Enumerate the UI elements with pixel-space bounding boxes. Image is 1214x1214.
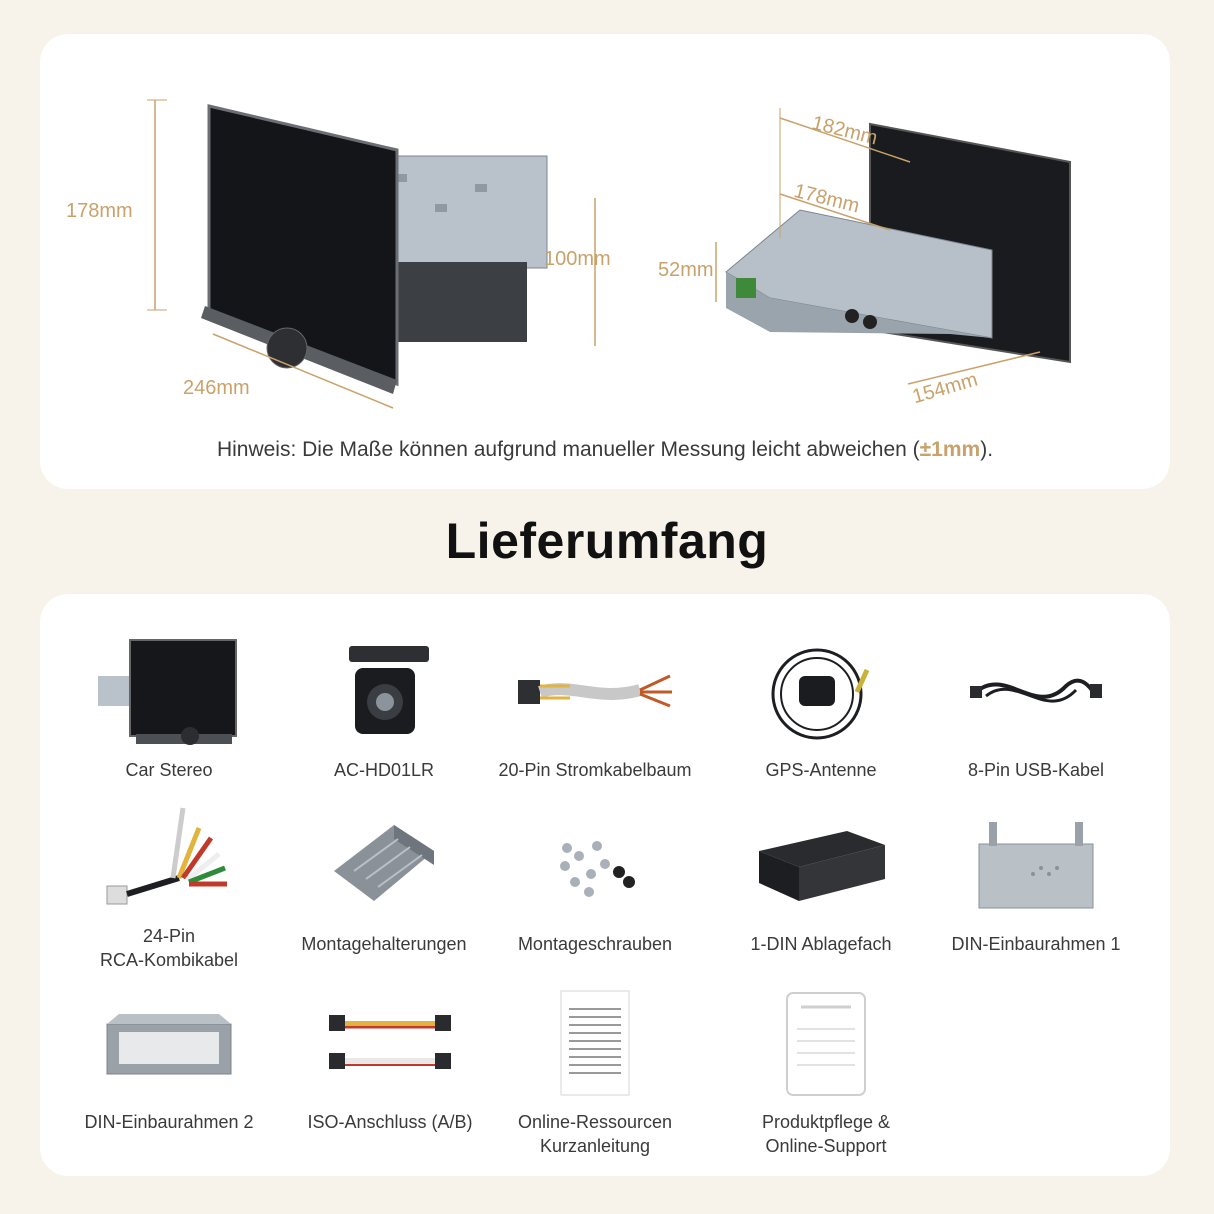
item-label: GPS-Antenne xyxy=(765,760,877,780)
item-label: Montagehalterungen xyxy=(301,934,467,954)
chassis-height-label: 100mm xyxy=(544,248,611,270)
item-iso-connector: ISO-Anschluss (A/B) xyxy=(280,984,500,1134)
item-storage-tray: 1-DIN Ablagefach xyxy=(711,806,931,956)
storage-tray-icon xyxy=(759,831,885,901)
front-width-label: 246mm xyxy=(183,377,250,399)
item-screws: Montageschrauben xyxy=(485,806,705,956)
item-label: 1-DIN Ablagefach xyxy=(750,934,892,954)
item-label: DIN-Einbaurahmen 1 xyxy=(951,934,1121,954)
item-label: Montageschrauben xyxy=(517,934,673,954)
item-label: AC-HD01LR xyxy=(333,760,435,780)
manual-icon xyxy=(560,990,630,1096)
item-support-card: Produktpflege & Online-Support xyxy=(716,984,936,1158)
item-label: Car Stereo xyxy=(125,760,213,780)
item-label: DIN-Einbaurahmen 2 xyxy=(84,1112,254,1132)
item-label: Online-Ressourcen Kurzanleitung xyxy=(517,1112,673,1156)
car-stereo-icon xyxy=(98,639,237,745)
item-car-stereo: Car Stereo xyxy=(59,632,279,782)
gps-antenna-icon xyxy=(771,648,870,740)
support-card-icon xyxy=(786,992,866,1096)
item-label: Produktpflege & Online-Support xyxy=(761,1112,891,1156)
item-label: 8-Pin USB-Kabel xyxy=(967,760,1105,780)
item-camera: AC-HD01LR xyxy=(274,632,494,782)
item-usb-cable: 8-Pin USB-Kabel xyxy=(926,632,1146,782)
section-title: Lieferumfang xyxy=(445,513,769,569)
screws-icon xyxy=(560,841,635,897)
iso-connector-icon xyxy=(329,1015,451,1069)
item-label: 24-Pin RCA-Kombikabel xyxy=(99,926,239,970)
item-rca-cable: 24-Pin RCA-Kombikabel xyxy=(59,798,279,972)
item-gps: GPS-Antenne xyxy=(711,632,931,782)
item-manual: Online-Ressourcen Kurzanleitung xyxy=(485,984,705,1158)
back-height-label: 52mm xyxy=(658,259,714,281)
measurement-note: Hinweis: Die Maße können aufgrund manuel… xyxy=(216,438,994,461)
item-frame-2: DIN-Einbaurahmen 2 xyxy=(59,984,279,1134)
item-label: ISO-Anschluss (A/B) xyxy=(307,1112,473,1132)
camera-icon xyxy=(349,646,429,734)
item-harness: 20-Pin Stromkabelbaum xyxy=(485,632,705,782)
frame-1-icon xyxy=(978,822,1094,909)
rca-cable-icon xyxy=(106,807,227,905)
package-contents-card: Car Stereo AC-HD01LR 20-Pin Stromkabelba… xyxy=(40,594,1170,1176)
item-frame-1: DIN-Einbaurahmen 1 xyxy=(926,806,1146,956)
dimensions-card: 178mm 100mm 246mm 182mm 178mm 52mm 154mm… xyxy=(40,34,1170,489)
front-view-drawing xyxy=(147,99,596,409)
front-height-label: 178mm xyxy=(66,200,133,222)
usb-cable-icon xyxy=(970,678,1102,703)
bracket-icon xyxy=(334,825,434,901)
item-label: 20-Pin Stromkabelbaum xyxy=(498,760,692,780)
harness-icon xyxy=(518,674,672,708)
back-view-drawing xyxy=(715,108,1071,385)
tolerance-highlight: ±1mm xyxy=(919,438,981,461)
frame-2-icon xyxy=(106,1014,232,1075)
item-bracket: Montagehalterungen xyxy=(274,806,494,956)
